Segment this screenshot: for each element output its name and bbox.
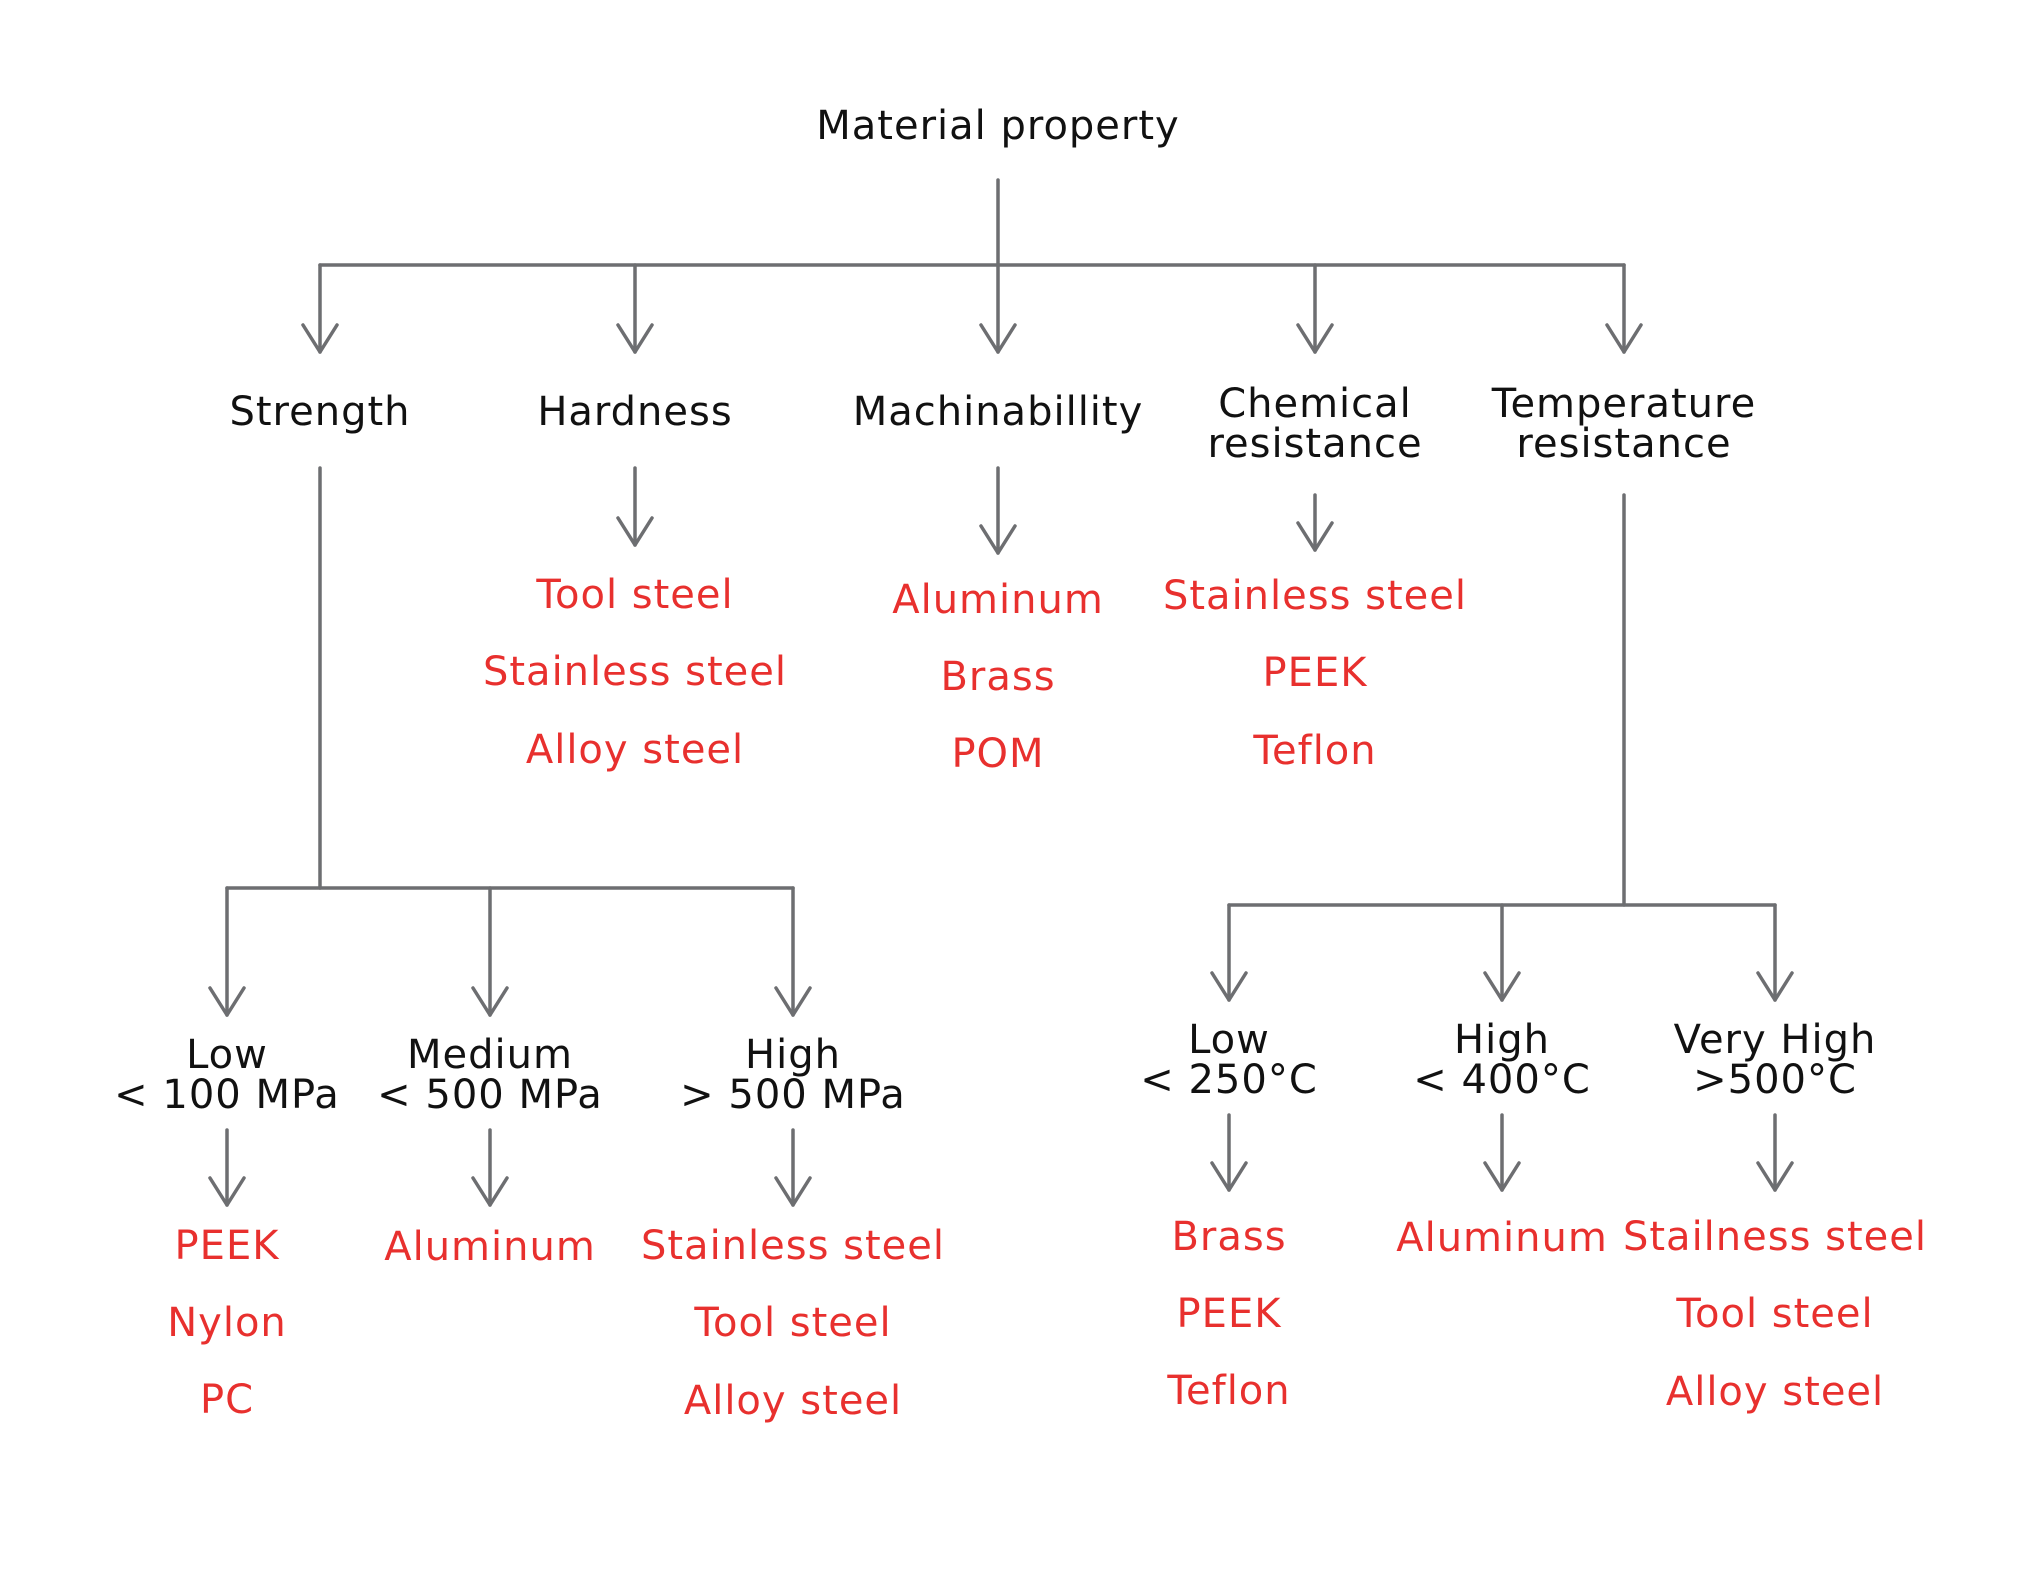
temp-very-high-range: >500°C [1693,1057,1857,1103]
strength-medium-range: < 500 MPa [377,1072,603,1118]
temp-very-high-material: Tool steel [1676,1291,1874,1337]
machinability-list-arrowhead [979,524,1017,555]
temp-low-name: Low [1188,1017,1270,1063]
temp-very-high-material: Alloy steel [1665,1369,1885,1415]
strength-low-range: < 100 MPa [114,1072,340,1118]
root-node: Material property [816,103,1180,149]
branch-temperature-arrowhead [1605,323,1643,354]
hardness-material: Stainless steel [482,649,788,695]
category-temperature-resistance: Temperature resistance [1492,384,1756,464]
strength-low-material: PEEK [174,1223,280,1269]
machinability-material: POM [951,731,1045,777]
strength-medium-list-arrowhead [471,1176,509,1207]
branch-machinability-arrowhead [979,323,1017,354]
temperature-level-low: Low < 250°C [1140,1020,1318,1100]
strength-high-range: > 500 MPa [680,1072,906,1118]
strength-high-arrowhead [774,986,812,1017]
temp-very-high-arrowhead [1756,971,1794,1002]
branch-strength-arrowhead [301,323,339,354]
strength-medium-material: Aluminum [384,1224,596,1270]
category-chemical-line-2: resistance [1207,421,1423,467]
temp-low-material: PEEK [1176,1291,1282,1337]
temp-very-high-list-arrowhead [1756,1161,1794,1192]
chemical-material: Stainless steel [1162,573,1468,619]
temp-low-material: Brass [1171,1214,1287,1260]
temp-high-material: Aluminum [1396,1215,1608,1261]
strength-high-material: Alloy steel [683,1378,903,1424]
strength-medium-name: Medium [407,1032,573,1078]
strength-low-material: PC [199,1377,255,1423]
category-temperature-line-2: resistance [1516,421,1732,467]
temp-low-material: Teflon [1167,1368,1291,1414]
strength-level-medium: Medium < 500 MPa [377,1035,603,1115]
machinability-material: Aluminum [892,577,1104,623]
category-strength: Strength [229,389,411,435]
temp-low-arrowhead [1210,971,1248,1002]
temp-very-high-material: Stailness steel [1622,1214,1928,1260]
machinability-material: Brass [940,654,1056,700]
strength-high-list-arrowhead [774,1176,812,1207]
temp-low-list-arrowhead [1210,1161,1248,1192]
chemical-list-arrowhead [1296,521,1334,552]
temperature-level-high: High < 400°C [1413,1020,1591,1100]
category-chemical-resistance: Chemical resistance [1207,384,1422,464]
branch-hardness-arrowhead [616,323,654,354]
strength-low-arrowhead [208,986,246,1017]
temp-low-range: < 250°C [1140,1057,1318,1103]
category-chemical-line-1: Chemical [1218,381,1412,427]
chemical-material: Teflon [1253,728,1377,774]
strength-high-name: High [745,1032,841,1078]
strength-medium-arrowhead [471,986,509,1017]
temp-high-list-arrowhead [1483,1161,1521,1192]
hardness-material: Alloy steel [525,727,745,773]
strength-high-material: Tool steel [694,1300,892,1346]
hardness-list-arrowhead [616,516,654,547]
category-machinability: Machinabillity [852,389,1144,435]
strength-level-high: High > 500 MPa [680,1035,906,1115]
strength-high-material: Stainless steel [640,1223,946,1269]
category-temperature-line-1: Temperature [1491,381,1757,427]
temp-very-high-name: Very High [1673,1017,1877,1063]
temp-high-name: High [1454,1017,1550,1063]
strength-low-material: Nylon [167,1300,287,1346]
strength-low-list-arrowhead [208,1176,246,1207]
branch-chemical-arrowhead [1296,323,1334,354]
chemical-material: PEEK [1262,650,1368,696]
category-hardness: Hardness [537,389,733,435]
strength-level-low: Low < 100 MPa [114,1035,340,1115]
strength-low-name: Low [186,1032,268,1078]
temp-high-arrowhead [1483,971,1521,1002]
temperature-level-very-high: Very High >500°C [1674,1020,1877,1100]
hardness-material: Tool steel [536,572,734,618]
temp-high-range: < 400°C [1413,1057,1591,1103]
